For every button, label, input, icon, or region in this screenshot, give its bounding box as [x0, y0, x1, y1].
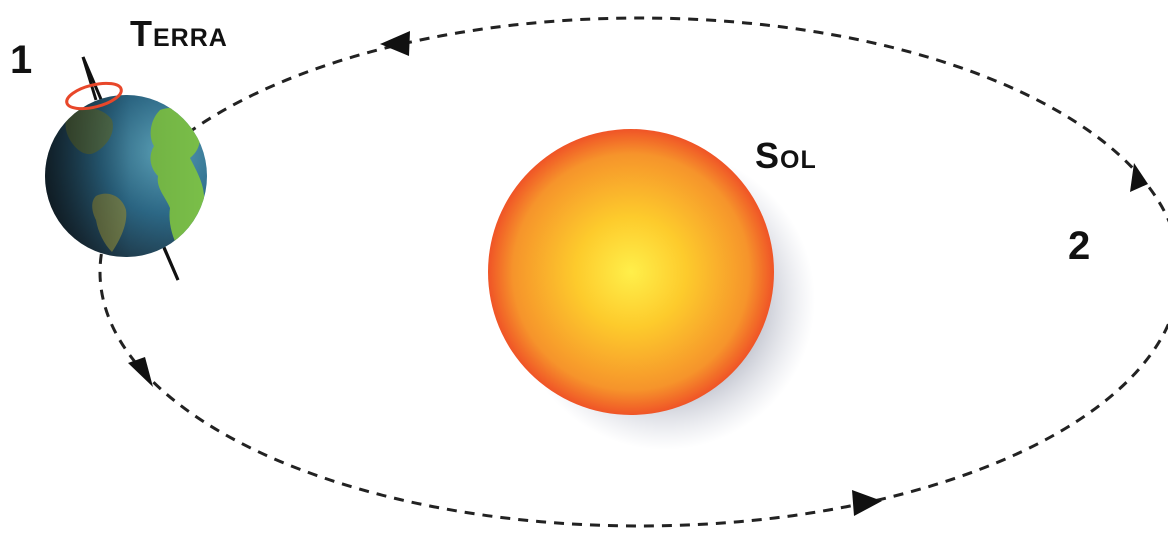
- orbit-arrow-right-icon: [1130, 163, 1148, 192]
- orbit-arrow-left-icon: [128, 357, 153, 387]
- sun-icon: [488, 129, 774, 415]
- earth-axis-bottom: [164, 248, 178, 280]
- position-1-label: 1: [10, 40, 32, 80]
- sun: [488, 129, 815, 450]
- earth-label: Terra: [130, 16, 228, 52]
- orbit-arrow-top-icon: [380, 31, 410, 56]
- orbit-arrow-bottom-icon: [852, 490, 882, 516]
- earth-continents: [40, 90, 220, 270]
- earth: [40, 57, 220, 280]
- position-2-label: 2: [1068, 226, 1090, 266]
- sun-label: Sol: [755, 138, 817, 174]
- earth-axis-top: [83, 57, 96, 100]
